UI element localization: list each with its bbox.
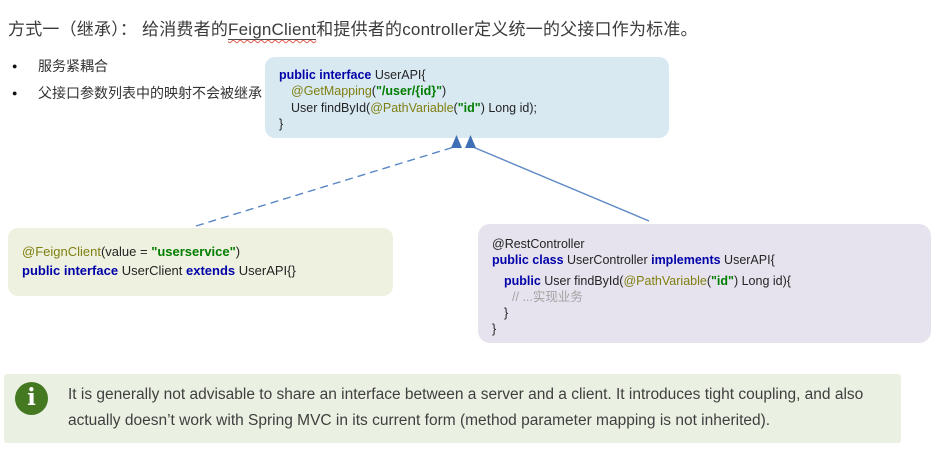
code-line: User findById(@PathVariable("id") Long i… xyxy=(279,100,655,116)
list-item: ● 服务紧耦合 xyxy=(12,52,262,79)
code-line: public class UserController implements U… xyxy=(492,252,917,268)
code-token: UserClient xyxy=(121,262,186,278)
feignclient-code-box: @FeignClient(value = "userservice") publ… xyxy=(8,228,393,296)
bullet-icon: ● xyxy=(12,60,18,71)
code-token: @FeignClient xyxy=(22,244,101,259)
code-token: UserAPI{} xyxy=(235,262,296,278)
code-line: @RestController xyxy=(492,236,917,252)
code-line: @FeignClient(value = "userservice") xyxy=(22,243,379,262)
code-token: @PathVariable xyxy=(370,100,454,115)
bullet-list: ● 服务紧耦合 ● 父接口参数列表中的映射不会被继承 xyxy=(12,52,262,106)
code-token: (value = xyxy=(100,244,152,259)
code-token: @GetMapping xyxy=(291,84,372,99)
code-line: public User findById(@PathVariable("id")… xyxy=(492,273,917,289)
code-token: "id" xyxy=(457,100,481,115)
info-admonition: i It is generally not advisable to share… xyxy=(4,374,901,443)
code-token: extends xyxy=(186,262,236,278)
code-token: "/user/{id}" xyxy=(375,84,443,99)
bullet-icon: ● xyxy=(12,87,18,98)
dashed-inheritance-line xyxy=(195,146,455,227)
code-token: @RestController xyxy=(492,237,585,251)
code-token: public class xyxy=(492,253,568,268)
title-feignclient-underlined: FeignClient xyxy=(228,20,317,40)
code-token: "id" xyxy=(711,273,734,288)
code-line: } xyxy=(279,116,655,132)
code-token: ( xyxy=(706,273,711,288)
code-token: User findById( xyxy=(291,100,371,115)
info-circle-icon: i xyxy=(15,382,48,415)
code-line: public interface UserAPI{ xyxy=(279,67,655,83)
code-token: // ...实现业务 xyxy=(512,289,583,304)
code-token: UserController xyxy=(567,253,652,268)
title-prefix: 方式一（继承）： 给消费者的 xyxy=(8,20,229,39)
code-line: @GetMapping("/user/{id}") xyxy=(279,83,655,99)
bullet-text: 服务紧耦合 xyxy=(38,57,108,74)
code-token: "userservice" xyxy=(151,244,236,259)
title-suffix: 和提供者的controller定义统一的父接口作为标准。 xyxy=(316,20,698,39)
code-token: ) Long id){ xyxy=(733,273,791,288)
code-token: } xyxy=(504,306,509,321)
code-token: User findById( xyxy=(544,273,624,288)
userapi-code-box: public interface UserAPI{ @GetMapping("/… xyxy=(265,57,669,138)
code-line: } xyxy=(492,305,917,321)
code-line: } xyxy=(492,321,917,337)
code-token: UserAPI{ xyxy=(374,68,426,82)
code-token: } xyxy=(279,116,284,131)
code-token: UserAPI{ xyxy=(720,253,775,268)
code-token: public interface xyxy=(279,68,375,82)
code-token: ( xyxy=(371,84,376,99)
code-token: implements xyxy=(651,253,721,268)
code-line: // ...实现业务 xyxy=(492,289,917,305)
code-token: ) Long id); xyxy=(480,100,537,115)
page-title: 方式一（继承）： 给消费者的FeignClient和提供者的controller… xyxy=(8,15,698,40)
code-token: @PathVariable xyxy=(623,273,707,288)
code-token: ( xyxy=(453,100,458,115)
code-token: public xyxy=(504,273,545,288)
restcontroller-code-box: @RestController public class UserControl… xyxy=(478,224,931,343)
code-token: } xyxy=(492,322,497,337)
solid-inheritance-line xyxy=(472,146,650,222)
list-item: ● 父接口参数列表中的映射不会被继承 xyxy=(12,79,262,106)
code-token: ) xyxy=(442,84,447,99)
code-token: public interface xyxy=(22,262,122,278)
admonition-text: It is generally not advisable to share a… xyxy=(68,386,864,429)
info-icon-glyph: i xyxy=(27,384,36,411)
code-token: ) xyxy=(235,244,241,259)
bullet-text: 父接口参数列表中的映射不会被继承 xyxy=(38,84,262,101)
code-line: public interface UserClient extends User… xyxy=(22,262,379,281)
